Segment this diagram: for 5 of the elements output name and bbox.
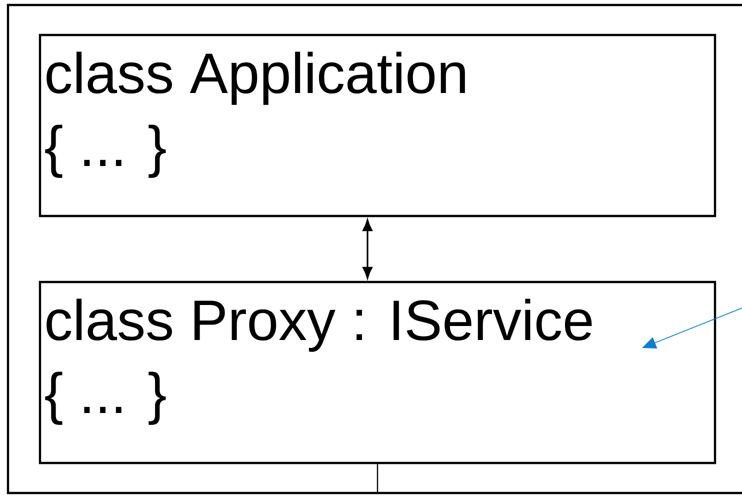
connector-line (376, 464, 378, 494)
frame-box (6, 4, 742, 494)
class-box: class Proxy : IService { ... } (38, 280, 716, 464)
class-box: class Application { ... } (38, 34, 716, 218)
arrow (362, 219, 372, 279)
